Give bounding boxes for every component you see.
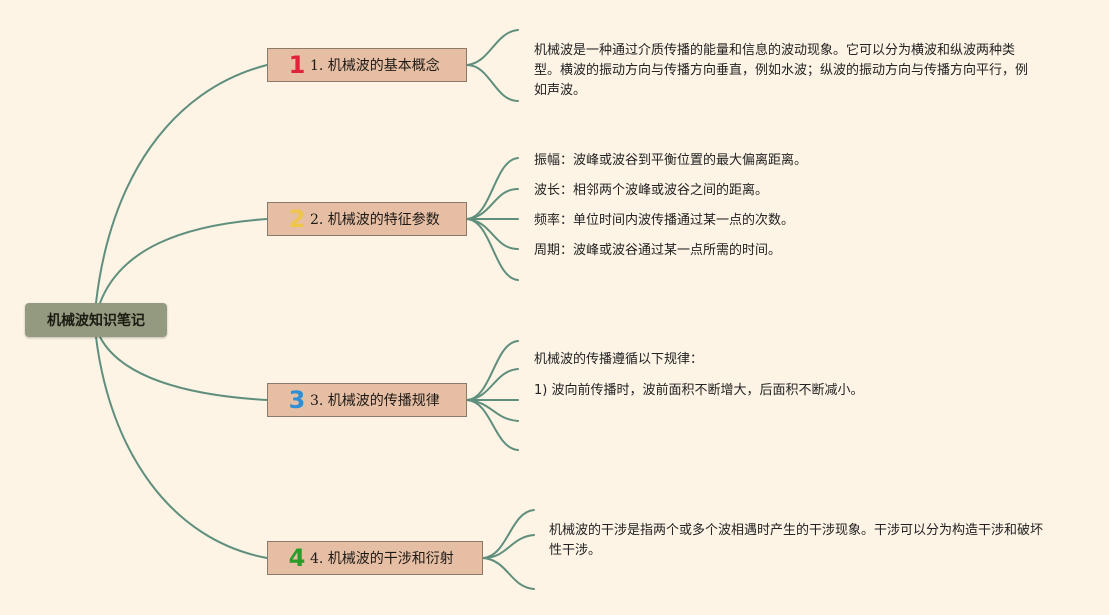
topic-label: 2. 机械波的特征参数 bbox=[310, 212, 440, 228]
link-central-topic-4 bbox=[95, 336, 268, 559]
topic-3-item-rule-1: 1) 波向前传播时，波前面积不断增大，后面积不断减小。 bbox=[534, 383, 864, 398]
number-two-icon: 2 bbox=[288, 205, 306, 233]
topic-2-item-frequency: 频率：单位时间内波传播通过某一点的次数。 bbox=[534, 213, 795, 228]
central-topic-label: 机械波知识笔记 bbox=[47, 313, 145, 329]
topic-label: 3. 机械波的传播规律 bbox=[310, 393, 440, 409]
topic-4-detail: 机械波的干涉是指两个或多个波相遇时产生的干涉现象。干涉可以分为构造干涉和破坏性干… bbox=[549, 523, 1044, 558]
number-four-icon: 4 bbox=[288, 544, 306, 572]
link-topic-3-branch-b bbox=[466, 368, 519, 401]
topic-2-item-wavelength: 波长：相邻两个波峰或波谷之间的距离。 bbox=[534, 183, 769, 198]
topic-basic-concept[interactable]: 1 1. 机械波的基本概念 bbox=[267, 48, 467, 82]
link-central-topic-3 bbox=[99, 336, 268, 401]
topic-1-detail: 机械波是一种通过介质传播的能量和信息的波动现象。它可以分为横波和纵波两种类型。横… bbox=[534, 43, 1029, 98]
topic-interference-diffraction[interactable]: 4 4. 机械波的干涉和衍射 bbox=[267, 541, 483, 575]
link-topic-4-branch-a bbox=[482, 509, 535, 559]
topic-propagation-laws[interactable]: 3 3. 机械波的传播规律 bbox=[267, 383, 467, 417]
number-three-icon: 3 bbox=[288, 386, 306, 414]
link-topic-2-branch-e bbox=[466, 218, 519, 281]
topic-2-item-amplitude: 振幅：波峰或波谷到平衡位置的最大偏离距离。 bbox=[534, 153, 808, 168]
topic-label: 4. 机械波的干涉和衍射 bbox=[310, 551, 454, 567]
link-topic-2-branch-b bbox=[466, 188, 519, 220]
topic-3-item-intro: 机械波的传播遵循以下规律： bbox=[534, 352, 704, 367]
number-one-icon: 1 bbox=[288, 51, 306, 79]
topic-characteristic-parameters[interactable]: 2 2. 机械波的特征参数 bbox=[267, 202, 467, 236]
topic-label: 1. 机械波的基本概念 bbox=[310, 58, 440, 74]
link-topic-3-branch-e bbox=[466, 399, 519, 451]
link-central-topic-2 bbox=[99, 218, 268, 304]
link-topic-1-branch-a bbox=[466, 29, 519, 66]
link-topic-2-branch-d bbox=[466, 218, 519, 250]
link-topic-4-branch-c bbox=[482, 557, 535, 590]
link-topic-1-branch-b bbox=[466, 64, 519, 102]
link-topic-4-branch-b bbox=[482, 534, 535, 559]
link-topic-2-branch-a bbox=[466, 157, 519, 220]
central-topic[interactable]: 机械波知识笔记 bbox=[25, 303, 167, 337]
link-central-topic-1 bbox=[95, 64, 268, 304]
topic-2-item-period: 周期：波峰或波谷通过某一点所需的时间。 bbox=[534, 243, 782, 258]
